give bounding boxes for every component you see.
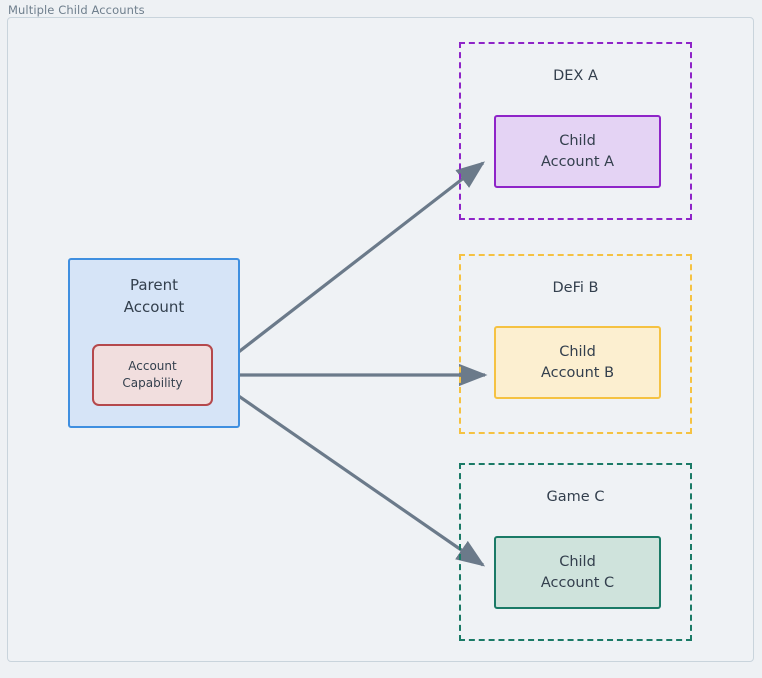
group-defi-b-label: DeFi B [552, 280, 599, 296]
child-account-a-label-line1: Child [559, 132, 596, 149]
group-defi-b: DeFi B [459, 254, 692, 434]
child-account-c-label-line2: Account C [540, 574, 615, 591]
parent-account-label-line2: Account [123, 298, 185, 316]
parent-account-label-line1: Parent [129, 276, 179, 294]
child-account-b-node[interactable]: Child Account B [494, 326, 661, 399]
group-game-c-label: Game C [546, 489, 605, 505]
account-capability-label-line2: Capability [122, 376, 183, 390]
frame-title: Multiple Child Accounts [8, 3, 145, 17]
account-capability-label-line1: Account [128, 359, 177, 373]
child-account-b-label-line2: Account B [540, 364, 615, 381]
child-account-c-node[interactable]: Child Account C [494, 536, 661, 609]
group-dex-a: DEX A [459, 42, 692, 220]
group-game-c: Game C [459, 463, 692, 641]
child-account-a-label-line2: Account A [540, 153, 615, 170]
child-account-c-label-line1: Child [559, 553, 596, 570]
group-dex-a-label: DEX A [553, 68, 598, 84]
child-account-a-node[interactable]: Child Account A [494, 115, 661, 188]
account-capability-node[interactable]: Account Capability [92, 344, 213, 406]
child-account-b-label-line1: Child [559, 343, 596, 360]
